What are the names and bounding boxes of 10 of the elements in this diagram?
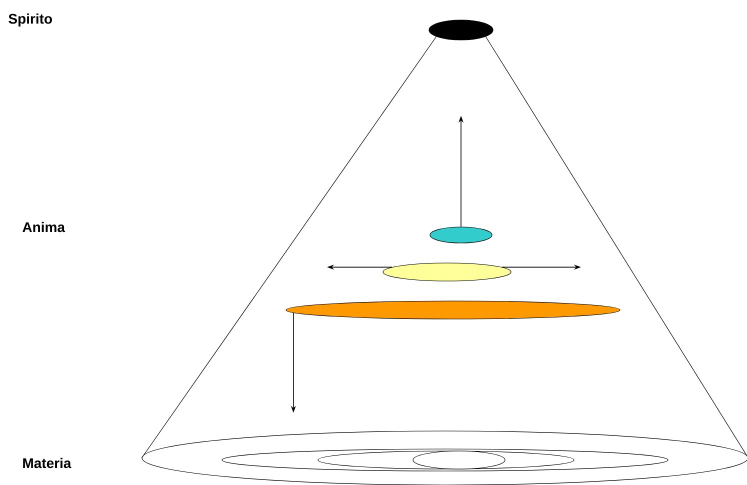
level-label: Spirito — [8, 13, 52, 27]
level-label: Anima — [22, 222, 66, 232]
ellipse-shape — [412, 450, 506, 470]
cone-side-line — [141, 36, 437, 458]
ellipse-shape — [430, 226, 492, 244]
ellipse-shape — [286, 300, 620, 320]
ellipse-shape — [428, 20, 494, 40]
cone-side-line — [485, 36, 747, 458]
ellipse-shape — [382, 262, 512, 282]
level-label: Materia — [23, 458, 72, 468]
